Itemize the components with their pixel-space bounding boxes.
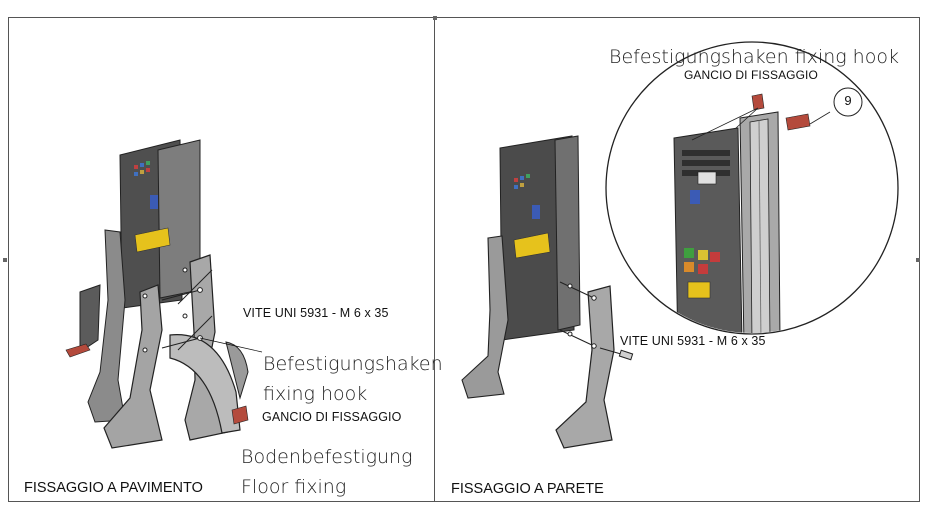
- warning-label-icon: [134, 227, 171, 253]
- left-screw-label: VITE UNI 5931 - M 6 x 35: [243, 306, 389, 320]
- detail-view: [605, 41, 899, 335]
- right-hook-label-it: GANCIO DI FISSAGGIO: [684, 68, 818, 82]
- brand-logo-icon: [514, 174, 540, 219]
- callout-balloon: [833, 87, 863, 117]
- left-panel-title: FISSAGGIO A PAVIMENTO: [24, 480, 203, 496]
- warning-label-icon: [513, 232, 551, 259]
- resize-handle-right[interactable]: [916, 258, 920, 262]
- floor-fixing-label-en: Floor fixing: [241, 476, 347, 498]
- right-panel-title: FISSAGGIO A PARETE: [451, 481, 604, 497]
- floor-fixing-label-de: Bodenbefestigung: [241, 446, 413, 468]
- floor-stand-illustration: [65, 139, 263, 449]
- left-hook-label-en: fixing hook: [263, 383, 368, 405]
- resize-handle-top[interactable]: [433, 16, 437, 20]
- right-hook-label: Befestigungshaken fixing hook: [609, 46, 899, 68]
- callout-number: 9: [844, 93, 852, 108]
- wall-stand-illustration: [461, 135, 634, 449]
- panel-divider: [434, 17, 435, 502]
- right-screw-label: VITE UNI 5931 - M 6 x 35: [620, 334, 766, 348]
- left-hook-label-it: GANCIO DI FISSAGGIO: [262, 410, 402, 424]
- brand-logo-icon: [134, 161, 158, 209]
- fixing-hook-icon: [751, 93, 765, 111]
- floor-hook-icon: [65, 343, 91, 358]
- left-hook-label-de: Befestigungshaken: [263, 353, 443, 375]
- fixing-hook-icon: [785, 113, 811, 131]
- resize-handle-left[interactable]: [3, 258, 7, 262]
